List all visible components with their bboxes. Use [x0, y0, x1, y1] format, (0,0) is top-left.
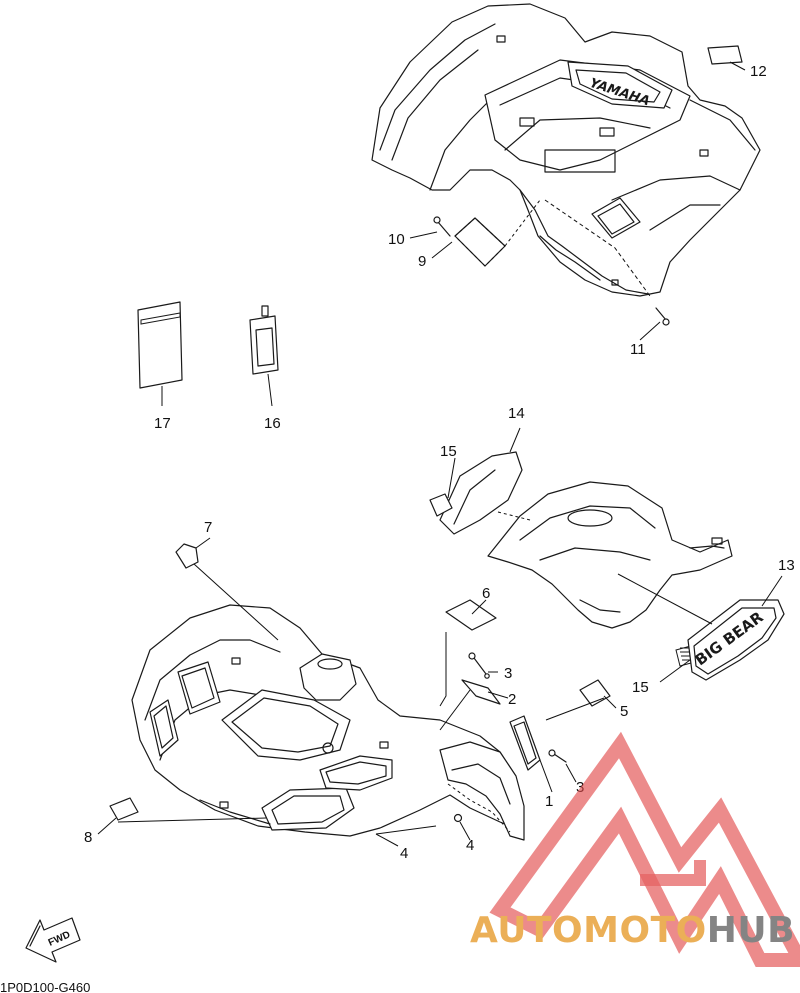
leader-lines — [97, 61, 783, 847]
label-part-16 — [249, 305, 279, 375]
callout-3b: 3 — [576, 779, 584, 796]
screw-part-3-lower — [548, 749, 567, 763]
callout-11: 11 — [630, 341, 646, 358]
watermark-text-part1: AUTOMOTO — [470, 910, 707, 951]
label-part-15-upper — [429, 493, 453, 517]
callout-13: 13 — [778, 557, 795, 574]
automotohub-logo-icon — [489, 731, 800, 967]
callout-10: 10 — [388, 231, 405, 248]
callout-16: 16 — [264, 415, 281, 432]
callout-1: 1 — [545, 793, 553, 810]
strip-part-14 — [439, 451, 523, 535]
callout-17: 17 — [154, 415, 171, 432]
grommet-part-4-lower — [453, 813, 463, 823]
label-part-5 — [579, 679, 611, 707]
callout-2: 2 — [508, 691, 516, 708]
front-panel — [487, 481, 733, 629]
callout-15b: 15 — [632, 679, 649, 696]
label-part-17 — [137, 301, 183, 389]
front-fender — [131, 604, 525, 841]
badge-part-13: BIG BEAR — [687, 599, 785, 681]
callouts: 1 2 3 3 4 4 5 6 7 8 9 10 11 12 13 14 15 … — [84, 63, 795, 862]
callout-12: 12 — [750, 63, 767, 80]
watermark: AUTOMOTOHUB — [470, 731, 800, 967]
label-part-6 — [445, 599, 497, 631]
forward-direction-arrow: FWD — [25, 917, 81, 963]
callout-4b: 4 — [466, 837, 474, 854]
watermark-text-part2: HUB — [707, 910, 795, 951]
callout-4a: 4 — [400, 845, 408, 862]
plate-part-9 — [454, 199, 541, 267]
label-part-8 — [109, 797, 139, 821]
label-part-12 — [707, 45, 743, 65]
callout-8: 8 — [84, 829, 92, 846]
callout-6: 6 — [482, 585, 490, 602]
callout-3a: 3 — [504, 665, 512, 682]
callout-15a: 15 — [440, 443, 457, 460]
side-cover-part-1 — [509, 715, 541, 771]
screw-part-10 — [433, 216, 451, 237]
diagram-code: 1P0D100-G460 — [0, 980, 90, 993]
grommet-part-2 — [461, 679, 501, 705]
watermark-text: AUTOMOTOHUB — [470, 910, 795, 951]
screw-part-3-upper — [468, 652, 490, 679]
reflector-part-7 — [175, 543, 199, 569]
rear-fender: YAMAHA — [371, 3, 761, 326]
callout-14: 14 — [508, 405, 525, 422]
callout-5: 5 — [620, 703, 628, 720]
callout-9: 9 — [418, 253, 426, 270]
callout-7: 7 — [204, 519, 212, 536]
